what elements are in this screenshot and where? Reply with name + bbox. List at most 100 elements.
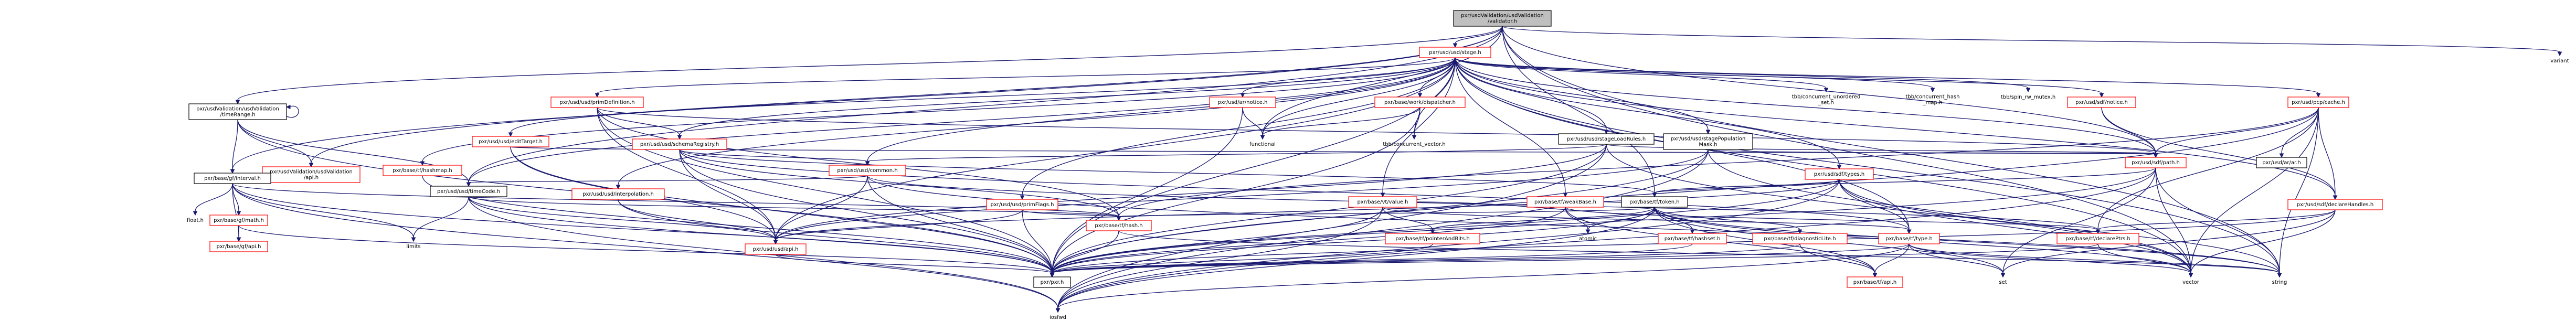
edge-diagLite-to-pxrh: [1050, 243, 1800, 278]
node-gfMath[interactable]: pxr/base/gf/math.h: [209, 215, 268, 226]
edge-arrowhead: [2333, 195, 2338, 200]
edge-arrowhead: [2000, 273, 2006, 278]
node-uvApi[interactable]: pxr/usdValidation/usdValidation/api.h: [262, 166, 361, 183]
edge-line: [679, 149, 1655, 194]
node-box: [1086, 220, 1152, 231]
edge-line: [1432, 207, 1655, 230]
edge-line: [1382, 57, 1456, 194]
node-tfToken[interactable]: pxr/base/tf/token.h: [1621, 196, 1688, 208]
node-box: [430, 186, 507, 197]
node-hashmap[interactable]: pxr/base/tf/hashmap.h: [383, 165, 462, 176]
node-stageLoad[interactable]: pxr/usd/usd/stageLoadRules.h: [1558, 133, 1655, 145]
node-tbbHash[interactable]: tbb/concurrent_hash_map.h: [1900, 92, 1966, 108]
node-primDef[interactable]: pxr/usd/usd/primDefinition.h: [550, 97, 644, 108]
edge-arrowhead: [1652, 206, 1657, 211]
edge-line: [1455, 57, 2280, 274]
node-tbbConcVec[interactable]: tbb/concurrent_vector.h: [1375, 139, 1454, 149]
edge-line: [232, 119, 238, 170]
edge-declHandles-to-declPtrs: [2095, 209, 2336, 234]
edge-line: [1455, 57, 1709, 131]
node-box: [2125, 157, 2187, 168]
node-atomic[interactable]: atomic: [1574, 233, 1602, 244]
node-label: pxr/usd/sdf/notice.h: [2075, 100, 2128, 105]
edge-arrowhead: [1824, 88, 1829, 93]
edge-line: [1909, 243, 2003, 274]
node-usdCommon[interactable]: pxr/usd/usd/common.h: [829, 165, 906, 176]
node-interp[interactable]: pxr/usd/usd/interpolation.h: [571, 188, 665, 200]
edge-line: [1052, 144, 1607, 274]
node-set[interactable]: set: [1994, 277, 2012, 287]
node-box: [2256, 157, 2307, 168]
node-functional[interactable]: functional: [1244, 139, 1281, 149]
node-stage[interactable]: pxr/usd/usd/stage.h: [1419, 47, 1491, 58]
node-limits[interactable]: limits: [401, 241, 426, 252]
node-label: set: [1999, 280, 2007, 285]
node-timeRange[interactable]: pxr/usdValidation/usdValidation/timeRang…: [188, 103, 287, 120]
node-pcpCache[interactable]: pxr/usd/pcp/cache.h: [2287, 97, 2349, 108]
node-gfApi[interactable]: pxr/base/gf/api.h: [209, 241, 268, 252]
node-weakBase[interactable]: pxr/base/tf/weakBase.h: [1526, 196, 1604, 208]
node-usdApi[interactable]: pxr/usd/usd/api.h: [745, 243, 807, 255]
node-timeCode[interactable]: pxr/usd/usd/timeCode.h: [430, 186, 507, 197]
edge-line: [1022, 209, 1119, 217]
node-sdfNotice[interactable]: pxr/usd/sdf/notice.h: [2067, 97, 2136, 108]
node-label: pxr/base/tf/diagnosticLite.h: [1764, 236, 1836, 242]
node-variant[interactable]: variant: [2550, 56, 2570, 66]
node-vtValue[interactable]: pxr/base/vt/value.h: [1348, 196, 1417, 208]
node-box: [1878, 233, 1940, 244]
node-sdfTypes[interactable]: pxr/usd/sdf/types.h: [1805, 168, 1874, 180]
node-primFlags[interactable]: pxr/usd/usd/primFlags.h: [986, 199, 1058, 210]
node-label: pxr/base/tf/token.h: [1629, 199, 1679, 205]
edge-arrowhead: [1906, 229, 1912, 234]
node-arAr[interactable]: pxr/usd/ar/ar.h: [2256, 157, 2307, 168]
node-ptrBits[interactable]: pxr/base/tf/pointerAndBits.h: [1385, 233, 1480, 244]
node-declPtrs[interactable]: pxr/base/tf/declarePtrs.h: [2056, 233, 2139, 244]
node-tfType[interactable]: pxr/base/tf/type.h: [1878, 233, 1940, 244]
edge-arrowhead: [508, 132, 513, 137]
edges-layer: [193, 26, 2562, 313]
node-editTarget[interactable]: pxr/usd/usd/editTarget.h: [472, 136, 549, 147]
node-box: [632, 138, 727, 150]
edge-sdfTypes-to-vector: [1839, 179, 2193, 278]
edge-usdCommon-to-timeCode: [466, 175, 868, 187]
edge-root-to-functional: [1260, 26, 1503, 140]
node-floath[interactable]: float.h: [184, 215, 207, 226]
edge-line: [468, 196, 776, 241]
node-label: pxr/usd/pcp/cache.h: [2292, 100, 2345, 105]
edge-line: [1799, 243, 1875, 274]
node-tbbSpin[interactable]: tbb/spin_rw_mutex.h: [1994, 92, 2062, 102]
edge-line: [468, 57, 1456, 183]
node-string[interactable]: string: [2267, 277, 2292, 287]
node-tfApi[interactable]: pxr/base/tf/api.h: [1847, 276, 1903, 288]
node-arNotice[interactable]: pxr/usd/ar/notice.h: [1209, 97, 1276, 108]
node-tfHash[interactable]: pxr/base/tf/hash.h: [1086, 220, 1152, 231]
node-root[interactable]: pxr/usdValidation/usdValidation/validato…: [1453, 10, 1552, 27]
node-diagLite[interactable]: pxr/base/tf/diagnosticLite.h: [1752, 233, 1848, 244]
edge-line: [1052, 167, 2156, 274]
node-interval[interactable]: pxr/base/gf/interval.h: [194, 173, 271, 184]
node-schemaReg[interactable]: pxr/usd/usd/schemaRegistry.h: [632, 138, 727, 150]
edge-tfType-to-set: [1909, 243, 2006, 278]
edge-line: [1057, 207, 1383, 309]
node-declHandles[interactable]: pxr/usd/sdf/declareHandles.h: [2287, 199, 2383, 210]
edge-line: [2190, 107, 2319, 274]
edge-line: [2281, 107, 2319, 154]
node-label: pxr/usd/ar/ar.h: [2262, 160, 2301, 166]
edge-arrowhead: [773, 240, 778, 245]
edge-arrowhead: [420, 161, 425, 166]
node-iosfwd[interactable]: iosfwd: [1044, 312, 1072, 323]
node-box: [1033, 276, 1071, 288]
node-box: [1419, 47, 1491, 58]
node-vector[interactable]: vector: [2178, 277, 2204, 287]
edge-arrowhead: [2277, 273, 2282, 278]
node-hashset[interactable]: pxr/base/tf/hashset.h: [1658, 233, 1727, 244]
node-label: pxr/base/tf/hashmap.h: [393, 168, 452, 174]
node-label: limits: [406, 244, 420, 250]
node-pxrh[interactable]: pxr/pxr.h: [1033, 276, 1071, 288]
edge-gfMath-to-pxrh: [238, 225, 1055, 278]
node-sdfPath[interactable]: pxr/usd/sdf/path.h: [2125, 157, 2187, 168]
node-tbbUnord[interactable]: tbb/concurrent_unordered_set.h: [1784, 92, 1868, 108]
node-dispatcher[interactable]: pxr/base/work/dispatcher.h: [1374, 97, 1466, 108]
